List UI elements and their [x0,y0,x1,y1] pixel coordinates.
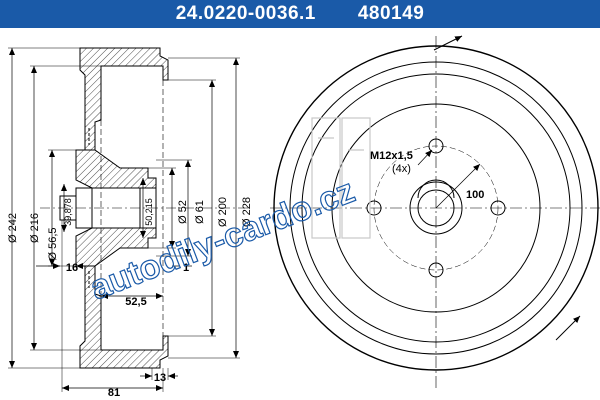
ate-logo-mark [311,117,371,239]
dim-d56-5-label: Ø 56,5 [47,227,59,260]
reference-number: 480149 [357,3,425,24]
side-section-view [8,47,250,392]
technical-drawing: Ø 242 Ø 216 Ø 56,5 39,878 50,215 Ø 52 Ø … [7,35,600,399]
drum-wall-upper [79,47,169,151]
dim-13-label: 13 [154,372,166,384]
dim-d228-label: Ø 228 [241,197,253,227]
dim-16-label: 16 [66,262,78,274]
hub-upper [75,149,157,189]
bolt-hole-left [366,200,382,216]
dim-50-215-label: 50,215 [144,198,154,226]
bolt-hole-bottom [428,262,444,278]
dim-d61-label: Ø 61 [194,200,206,224]
pcd-label: 100 [466,189,484,201]
hub-lower [75,227,157,267]
dim-39-878-label: 39,878 [63,198,73,226]
dim-d216-label: Ø 216 [29,213,41,243]
dim-52-5-label: 52,5 [125,296,146,308]
center-bore-outer [409,181,463,235]
bolt-hole-top [428,138,444,154]
dim-d52-label: Ø 52 [177,200,189,224]
dim-d242-label: Ø 242 [7,213,19,243]
header-bar: 24.0220-0036.1 480149 [0,0,600,28]
dim-1-label: 1 [183,262,189,274]
center-bore-inner [417,189,455,227]
thread-label: M12x1,5 [370,150,413,162]
part-number: 24.0220-0036.1 [175,3,316,24]
count-label: (4x) [392,163,411,175]
dim-d200-label: Ø 200 [217,197,229,227]
dim-81-label: 81 [108,387,120,399]
bolt-hole-right [490,200,506,216]
front-view [270,35,600,390]
